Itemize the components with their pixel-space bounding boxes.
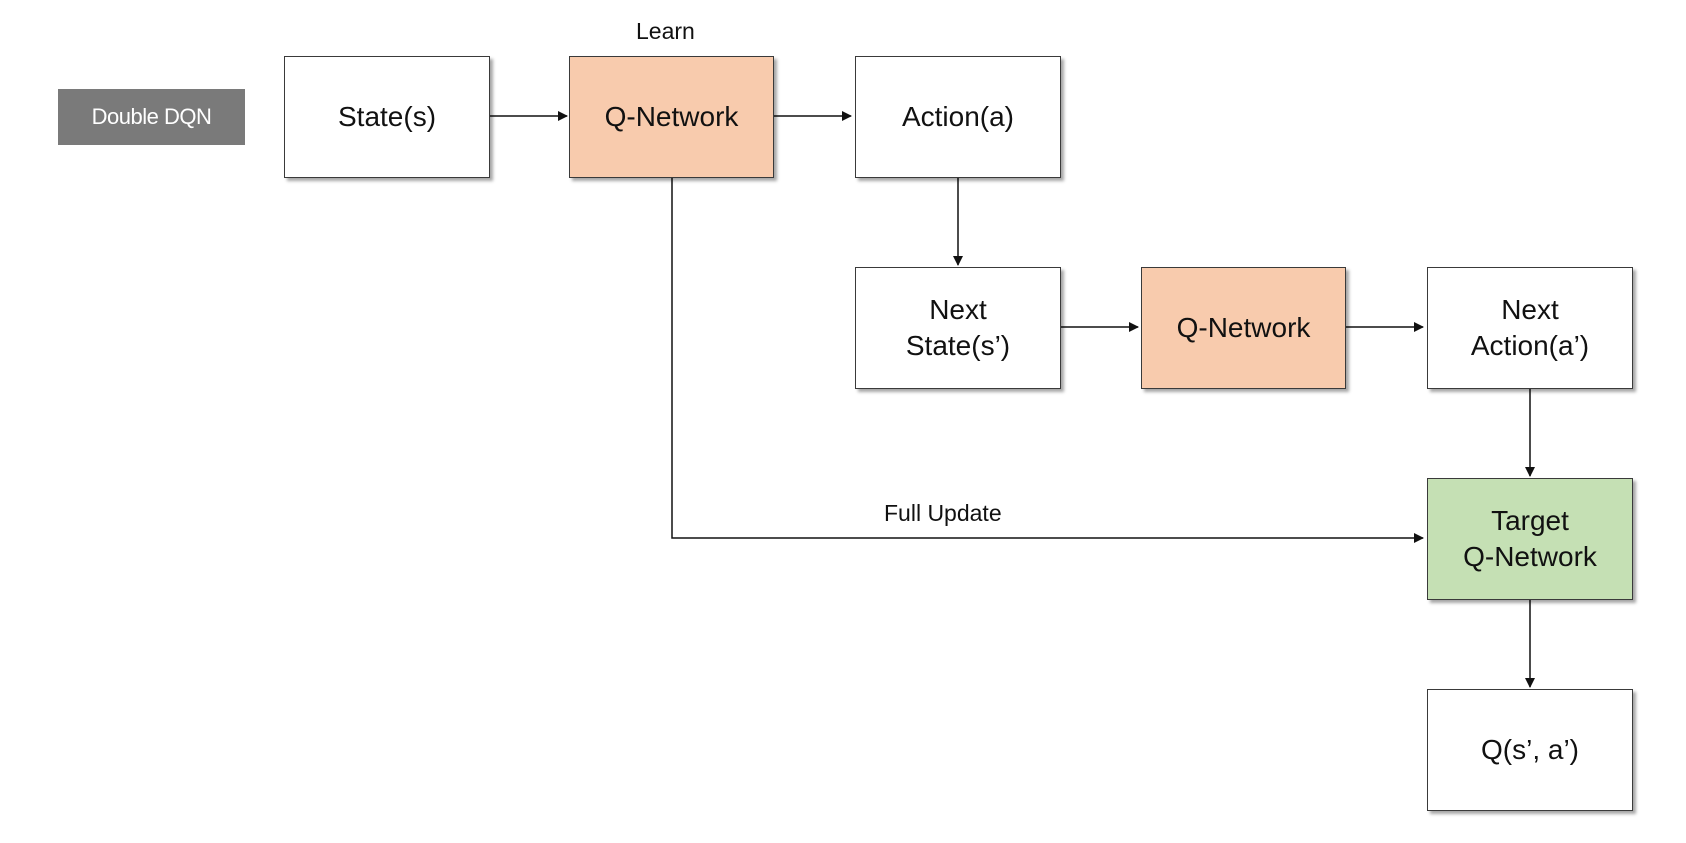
node-target-q-network: Target Q-Network	[1427, 478, 1633, 600]
diagram-title-tag: Double DQN	[58, 89, 245, 145]
node-action: Action(a)	[855, 56, 1061, 178]
edge-full-update	[671, 178, 1424, 543]
learn-label: Learn	[636, 18, 695, 44]
node-q-network: Q-Network	[569, 56, 774, 178]
full-update-label: Full Update	[884, 500, 1002, 526]
node-next-action: Next Action(a’)	[1427, 267, 1633, 389]
node-q-value: Q(s’, a’)	[1427, 689, 1633, 811]
node-state: State(s)	[284, 56, 490, 178]
node-q-network-2: Q-Network	[1141, 267, 1346, 389]
node-next-state: Next State(s’)	[855, 267, 1061, 389]
